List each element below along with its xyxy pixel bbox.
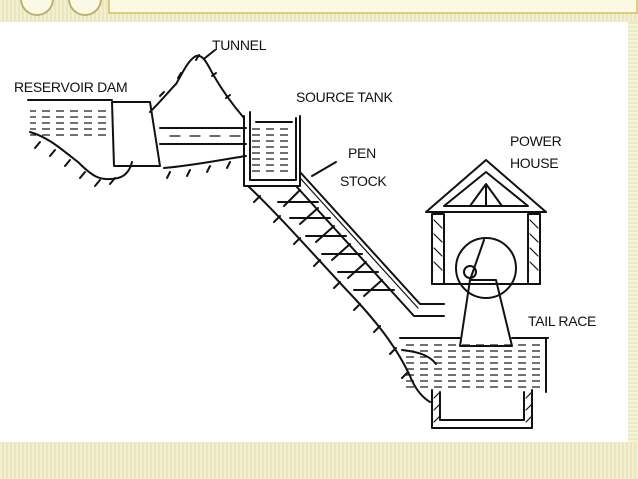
- source-tank: [243, 111, 301, 187]
- label-source-tank: SOURCE TANK: [296, 89, 393, 105]
- reservoir: [27, 99, 133, 187]
- slide-bottom-band: [0, 442, 638, 479]
- label-tail-race: TAIL RACE: [528, 313, 596, 329]
- penstock: [295, 161, 445, 317]
- label-stock: STOCK: [340, 173, 387, 189]
- turbine: [455, 237, 517, 347]
- reservoir-dam: [111, 101, 161, 167]
- slide-right-edge: [628, 22, 638, 442]
- tunnel: [159, 127, 247, 145]
- label-pen: PEN: [348, 145, 376, 161]
- hillside-slope: [247, 185, 431, 403]
- label-reservoir-dam: RESERVOIR DAM: [14, 79, 127, 95]
- tail-race: [399, 337, 549, 429]
- label-house: HOUSE: [510, 155, 558, 171]
- label-power: POWER: [510, 133, 562, 149]
- slide-title-bar: [108, 0, 638, 14]
- tunnel-leader-line: [204, 49, 216, 59]
- label-tunnel: TUNNEL: [212, 37, 267, 53]
- mountain: [149, 54, 247, 179]
- power-house: [425, 159, 547, 285]
